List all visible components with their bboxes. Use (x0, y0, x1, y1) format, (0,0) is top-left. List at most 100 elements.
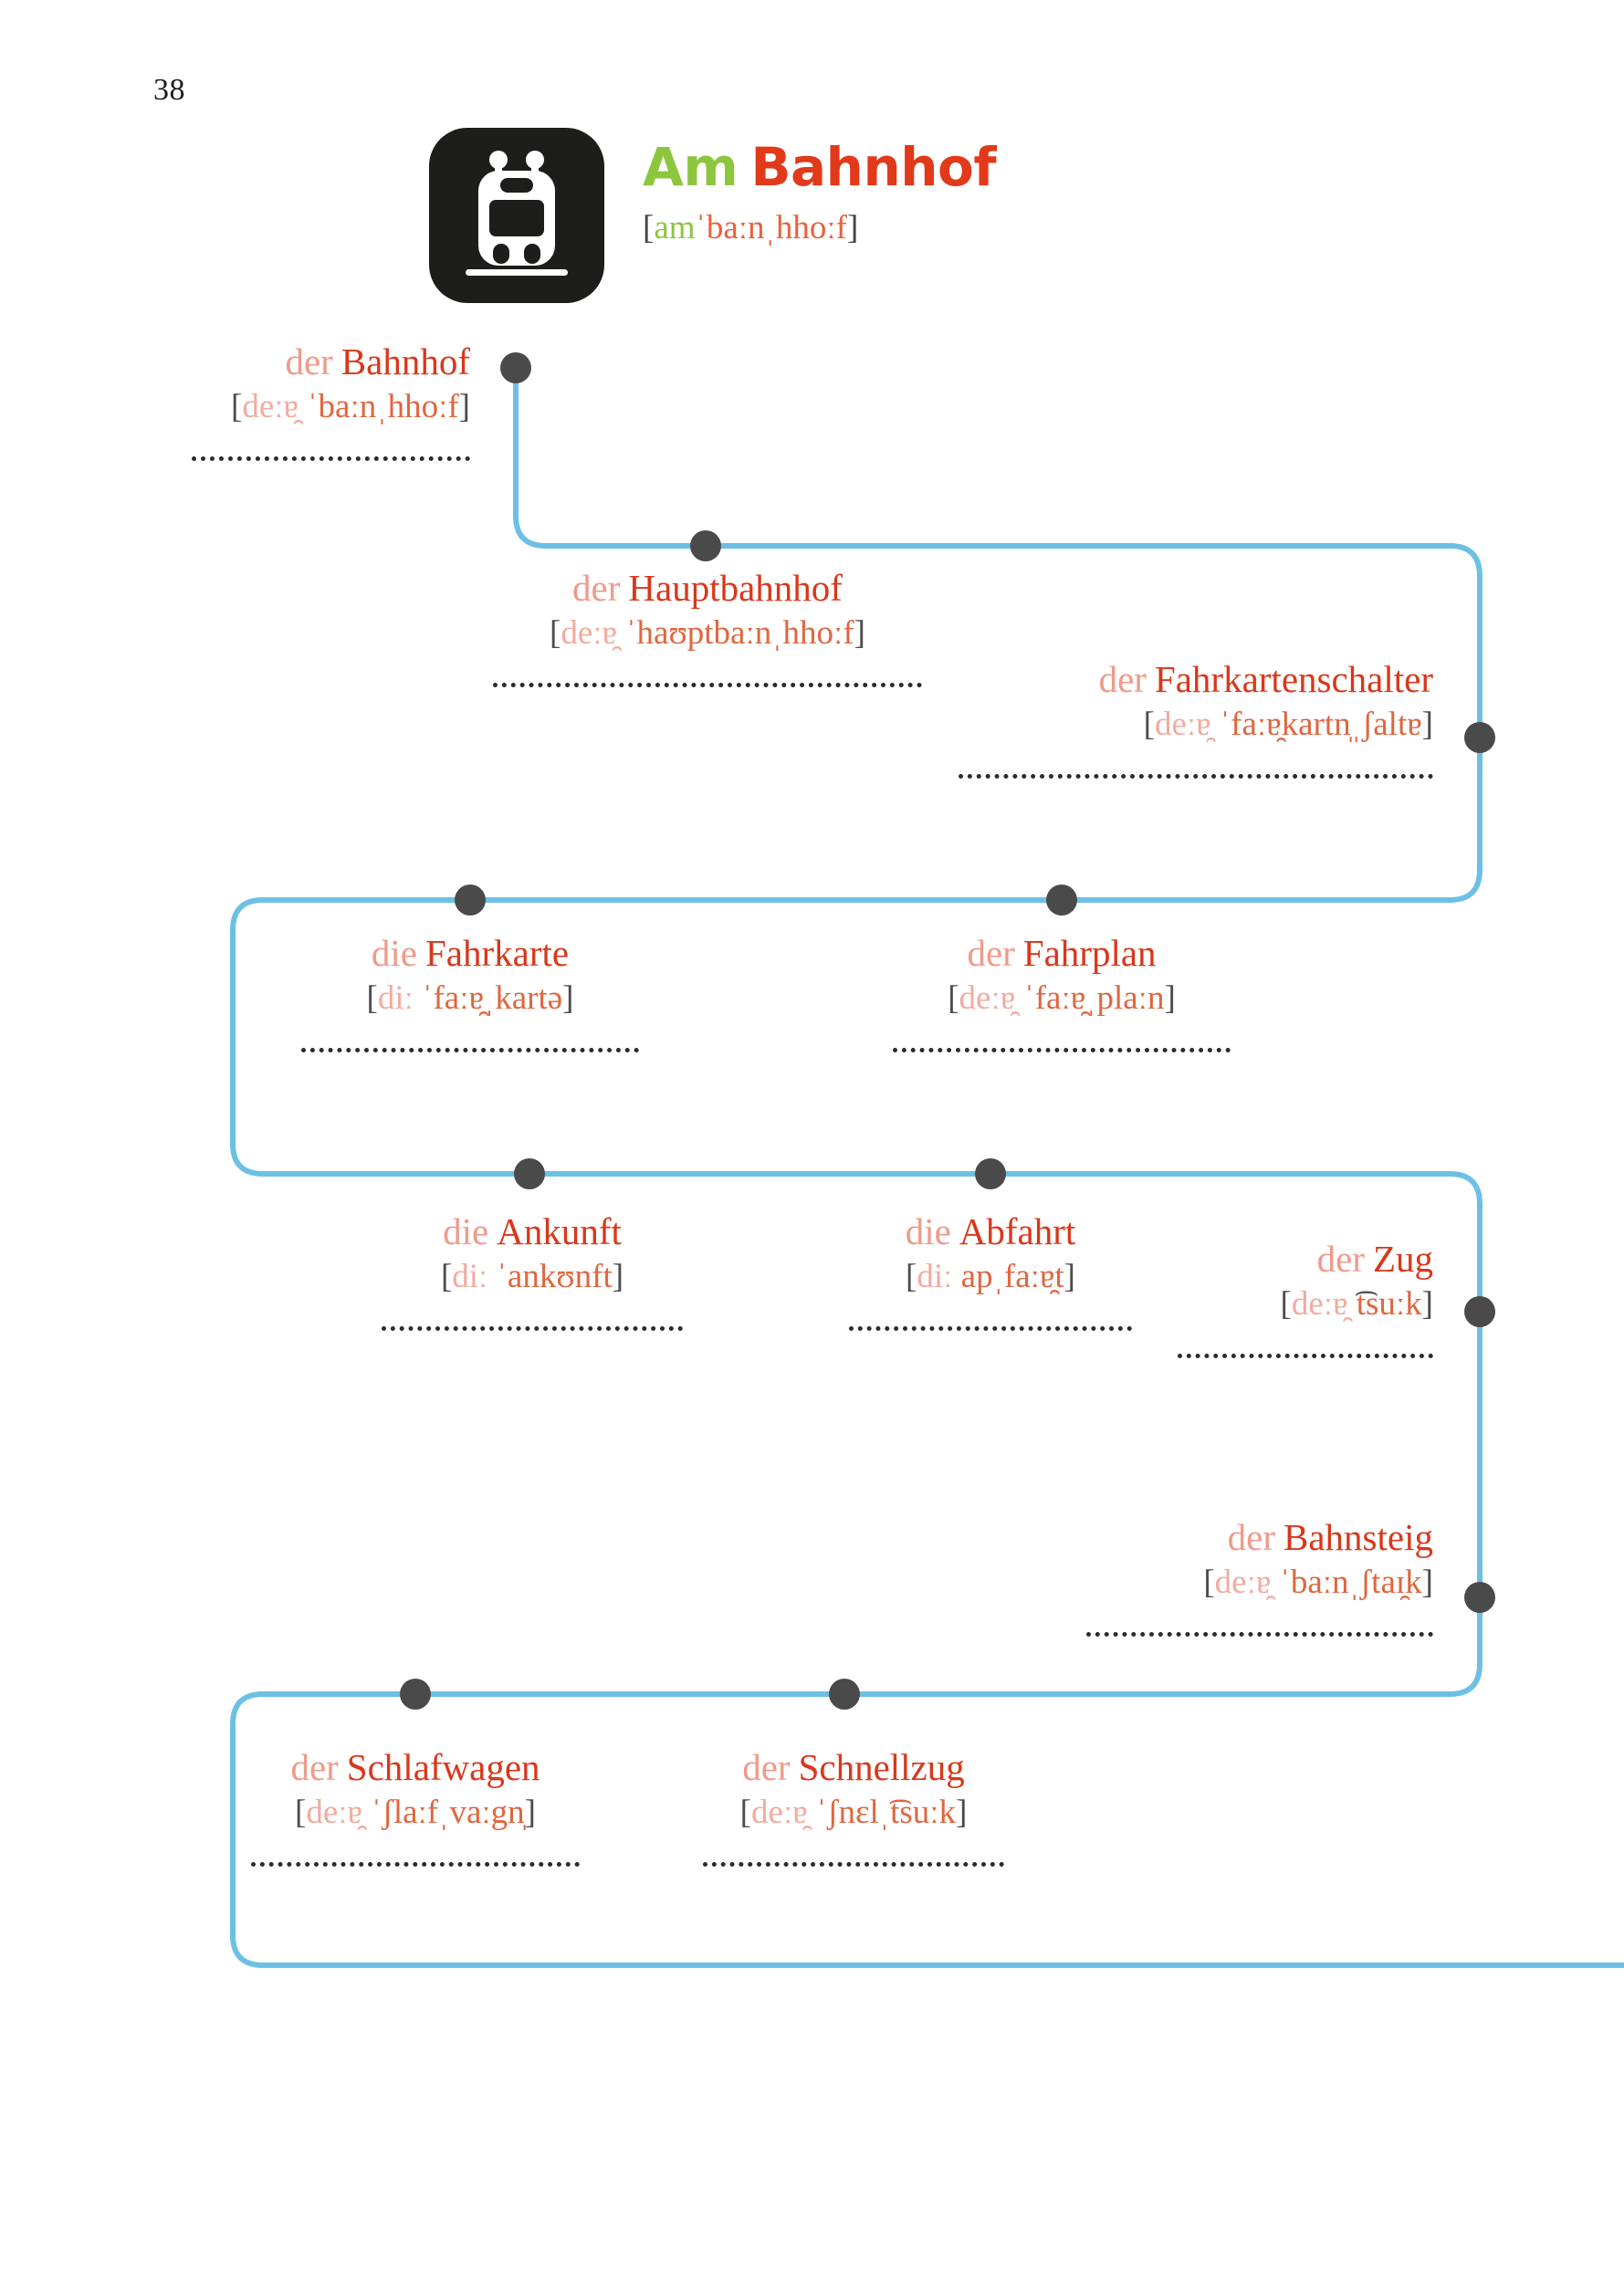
node-dot-bahnsteig[interactable] (1464, 1582, 1495, 1613)
answer-line[interactable] (493, 678, 922, 687)
node-dot-fahrkartenschalter[interactable] (1464, 722, 1495, 753)
title-phonetic-article: am (654, 209, 696, 246)
vocab-phonetic: [deːɐ̯ ˈfaːɐ̯kartn̩ˌʃaltɐ] (1143, 706, 1433, 744)
vocab-phonetic-article: deːɐ̯ (1214, 1564, 1272, 1602)
vocab-phonetic-article: deːɐ̯ (242, 388, 299, 426)
answer-line[interactable] (959, 769, 1433, 779)
vocab-phonetic-article: diː (452, 1258, 488, 1296)
node-dot-hauptbahnhof[interactable] (690, 530, 721, 561)
title-phonetic: [amˈbaːnˌhhoːf] (643, 209, 859, 246)
node-dot-schnellzug[interactable] (829, 1679, 860, 1710)
vocab-phonetic-noun: ˈbaːnˌʃtaɪ̯k (1279, 1564, 1422, 1602)
vocab-article: der (572, 567, 621, 609)
node-dot-bahnhof[interactable] (500, 352, 531, 383)
node-dot-ankunft[interactable] (514, 1158, 545, 1189)
node-dot-schlafwagen[interactable] (400, 1679, 431, 1710)
vocab-phonetic: [deːɐ̯ ˈfaːɐ̯ˌplaːn] (948, 979, 1176, 1018)
vocab-noun: Fahrkarte (425, 932, 570, 974)
vocab-phonetic: [deːɐ̯ ͡tsuːk] (1280, 1285, 1434, 1324)
vocab-phonetic: [diː apˌfaːɐ̯t] (906, 1258, 1075, 1296)
vocab-phonetic-noun: ˈbaːnˌhhoːf (307, 388, 459, 426)
vocab-noun: Zug (1372, 1238, 1433, 1280)
vocab-article: der (1227, 1516, 1276, 1558)
node-dot-fahrkarte[interactable] (455, 884, 486, 916)
vocab-phonetic-article: diː (917, 1258, 953, 1296)
vocab-noun: Schnellzug (798, 1746, 965, 1788)
vocab-phonetic: [diː ˈfaːɐ̯ˌkartə] (366, 979, 574, 1018)
node-dot-zug[interactable] (1464, 1296, 1495, 1327)
page-number: 38 (153, 73, 185, 107)
vocab-phonetic: [deːɐ̯ ˈbaːnˌhhoːf] (231, 388, 470, 426)
vocab-phonetic-article: deːɐ̯ (306, 1794, 362, 1832)
answer-line[interactable] (1086, 1627, 1433, 1637)
vocab-phonetic-noun: apˌfaːɐ̯t (960, 1258, 1064, 1296)
vocab-noun: Abfahrt (959, 1210, 1076, 1252)
vocab-phonetic: [deːɐ̯ ˈʃlaːfˌvaːgn̩] (294, 1794, 536, 1832)
answer-line[interactable] (301, 1043, 639, 1052)
vocab-noun: Hauptbahnhof (628, 567, 843, 609)
vocab-phonetic-noun: ˈʃnɛlˌ͡tsuːk (815, 1794, 957, 1832)
vocab-article: der (967, 932, 1015, 974)
vocab-phonetic: [deːɐ̯ ˈʃnɛlˌ͡tsuːk] (739, 1794, 968, 1832)
vocab-article: die (371, 932, 417, 974)
answer-line[interactable] (1178, 1349, 1433, 1358)
vocab-article: der (742, 1746, 791, 1788)
vocab-article: der (290, 1746, 339, 1788)
answer-line[interactable] (849, 1322, 1132, 1331)
vocab-phonetic-noun: ˈfaːɐ̯ˌkartə (422, 979, 563, 1018)
vocab-noun: Schlafwagen (346, 1746, 540, 1788)
vocab-noun: Ankunft (497, 1210, 622, 1252)
vocab-noun: Bahnhof (341, 340, 470, 382)
vocab-phonetic-noun: ˈankʊnft (496, 1258, 613, 1296)
answer-line[interactable] (893, 1043, 1231, 1052)
tram-train-icon (429, 128, 604, 303)
answer-line[interactable] (382, 1322, 683, 1331)
title-noun: Bahnhof (750, 136, 997, 198)
vocab-phonetic-noun: ͡tsuːk (1356, 1285, 1422, 1324)
vocab-article: die (905, 1210, 951, 1252)
vocab-phonetic-article: diː (377, 979, 414, 1018)
answer-line[interactable] (251, 1858, 580, 1867)
answer-line[interactable] (192, 452, 470, 461)
vocab-phonetic: [deːɐ̯ ˈhaʊptbaːnˌhhoːf] (550, 614, 865, 653)
node-dot-fahrplan[interactable] (1046, 884, 1077, 916)
vocab-phonetic-article: deːɐ̯ (750, 1794, 808, 1832)
vocab-phonetic-article: deːɐ̯ (1154, 706, 1211, 744)
vocab-noun: Bahnsteig (1283, 1516, 1433, 1558)
vocab-noun: Fahrplan (1022, 932, 1157, 974)
vocab-article: die (443, 1210, 489, 1252)
title-phonetic-noun: ˈbaːnˌhhoːf (695, 209, 847, 246)
vocab-phonetic-noun: ˈʃlaːfˌvaːgn̩ (371, 1794, 525, 1832)
node-dot-abfahrt[interactable] (975, 1158, 1006, 1189)
vocab-article: der (285, 340, 333, 382)
vocab-phonetic-noun: ˈfaːɐ̯ˌplaːn (1023, 979, 1165, 1018)
vocab-phonetic: [deːɐ̯ ˈbaːnˌʃtaɪ̯k] (1203, 1564, 1433, 1602)
vocab-phonetic-noun: ˈhaʊptbaːnˌhhoːf (625, 614, 854, 653)
answer-line[interactable] (703, 1858, 1004, 1867)
vocab-phonetic-article: deːɐ̯ (959, 979, 1016, 1018)
vocab-article: der (1316, 1238, 1365, 1280)
